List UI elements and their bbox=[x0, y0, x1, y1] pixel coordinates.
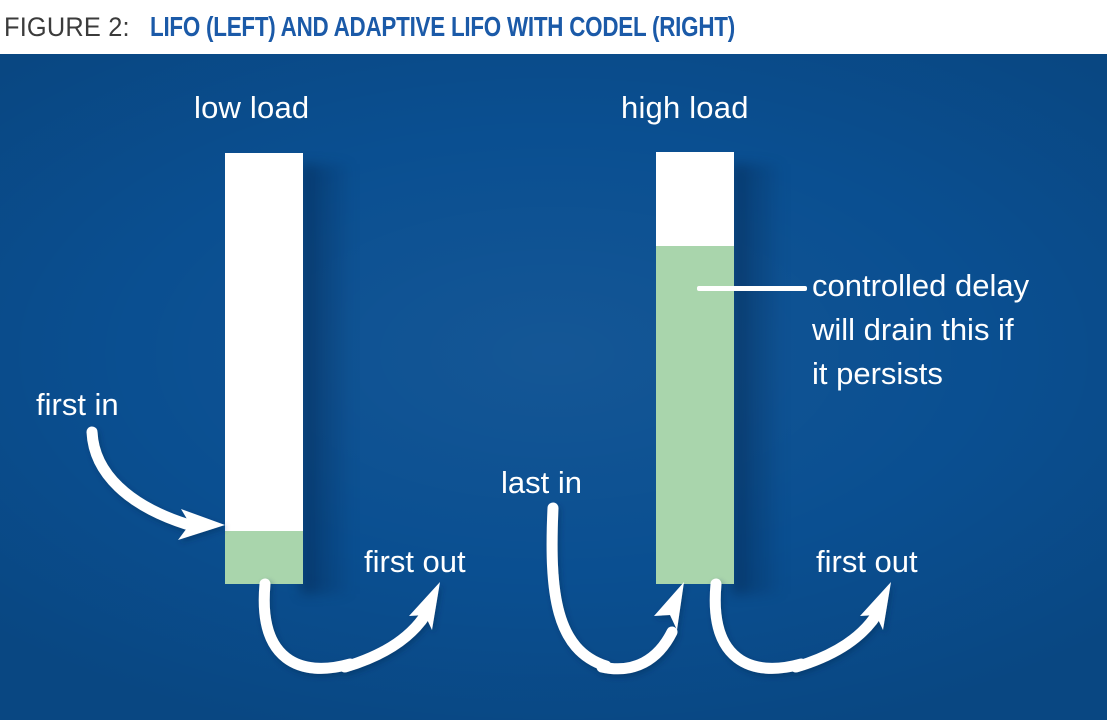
left-queue-filled-segment bbox=[225, 531, 303, 584]
figure-caption: FIGURE 2: LIFO (LEFT) AND ADAPTIVE LIFO … bbox=[0, 0, 1107, 54]
last-in-label: last in bbox=[501, 465, 582, 500]
first-out-label-left: first out bbox=[364, 544, 466, 579]
right-queue-filled-segment bbox=[656, 246, 734, 584]
callout-leader-line bbox=[697, 286, 807, 291]
first-in-arrow bbox=[86, 426, 225, 540]
figure-number-label: FIGURE 2: bbox=[4, 11, 130, 42]
first-out-label-right: first out bbox=[816, 544, 918, 579]
callout-line-3: it persists bbox=[812, 356, 943, 391]
right-queue-bar bbox=[656, 152, 734, 584]
callout-line-2: will drain this if bbox=[812, 312, 1014, 347]
first-out-arrow-right bbox=[709, 578, 891, 674]
left-queue-bar bbox=[225, 153, 303, 584]
left-queue-empty-segment bbox=[225, 153, 303, 531]
high-load-heading: high load bbox=[621, 90, 749, 125]
first-out-arrow-left bbox=[258, 578, 440, 674]
diagram-panel: low load high load controlled delay will… bbox=[0, 54, 1107, 720]
controlled-delay-callout: controlled delay will drain this if it p… bbox=[812, 264, 1102, 396]
right-queue-shadow bbox=[732, 164, 784, 594]
left-queue-shadow bbox=[301, 164, 353, 594]
low-load-heading: low load bbox=[194, 90, 310, 125]
figure-title: LIFO (LEFT) AND ADAPTIVE LIFO WITH CODEL… bbox=[149, 11, 735, 42]
callout-line-1: controlled delay bbox=[812, 268, 1030, 303]
right-queue-empty-segment bbox=[656, 152, 734, 246]
first-in-label: first in bbox=[36, 387, 119, 422]
